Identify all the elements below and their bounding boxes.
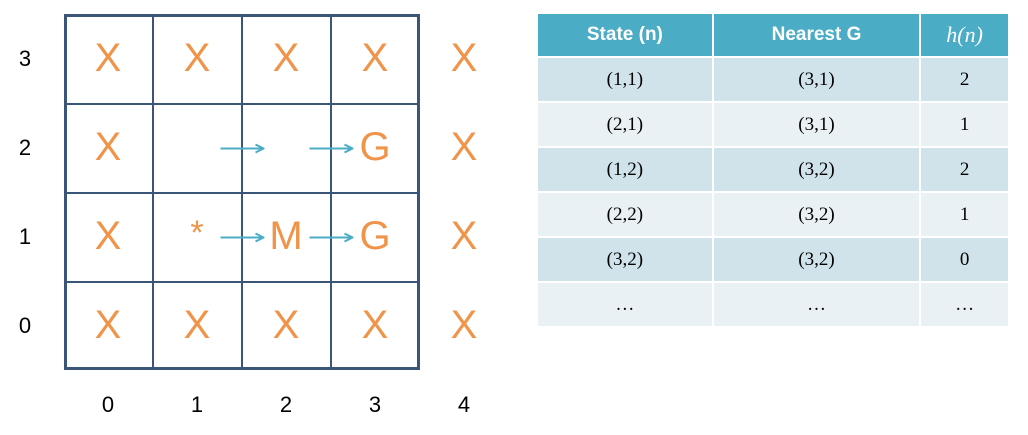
wall-cell: X — [272, 302, 300, 347]
agent-cell: M — [269, 213, 303, 258]
heuristic-cell: 1 — [920, 101, 1008, 147]
goal-cell: G — [359, 124, 391, 169]
start-cell: * — [190, 213, 204, 252]
state-cell: (1,1) — [538, 56, 714, 102]
grid-line — [64, 192, 420, 194]
table-row: (3,2)(3,2)0 — [538, 236, 1008, 282]
x-tick-label: 1 — [190, 392, 204, 417]
grid-line — [64, 281, 420, 283]
wall-cell: X — [183, 302, 211, 347]
y-tick-label: 2 — [18, 135, 32, 160]
state-cell: (2,1) — [538, 101, 714, 147]
x-tick-label: 0 — [101, 392, 115, 417]
state-cell: (2,2) — [538, 191, 714, 237]
wall-cell: X — [94, 124, 122, 169]
state-cell: … — [538, 281, 714, 326]
table-body: (1,1)(3,1)2(2,1)(3,1)1(1,2)(3,2)2(2,2)(3… — [538, 56, 1008, 326]
wall-cell: X — [450, 302, 478, 347]
nearest-goal-cell: (3,2) — [712, 236, 922, 282]
goal-cell: G — [359, 213, 391, 258]
nearest-goal-cell: … — [712, 281, 922, 326]
arrows-layer — [220, 0, 520, 435]
wall-cell: X — [361, 302, 389, 347]
grid-line — [64, 103, 420, 105]
wall-cell: X — [450, 213, 478, 258]
nearest-goal-cell: (3,1) — [712, 101, 922, 147]
header-heuristic: h(n) — [920, 14, 1008, 57]
heuristic-cell: 0 — [920, 236, 1008, 282]
table-row: (2,1)(3,1)1 — [538, 101, 1008, 147]
table-row: ……… — [538, 281, 1008, 326]
wall-cell: X — [450, 35, 478, 80]
wall-cell: X — [450, 124, 478, 169]
nearest-goal-cell: (3,2) — [712, 191, 922, 237]
header-nearest-goal: Nearest G — [712, 14, 922, 57]
wall-cell: X — [183, 35, 211, 80]
wall-cell: X — [361, 35, 389, 80]
wall-cell: X — [272, 35, 300, 80]
y-tick-label: 1 — [18, 224, 32, 249]
x-tick-label: 4 — [457, 392, 471, 417]
table-row: (2,2)(3,2)1 — [538, 191, 1008, 237]
wall-cell: X — [94, 213, 122, 258]
wall-cell: X — [94, 302, 122, 347]
y-tick-label: 3 — [18, 46, 32, 71]
x-tick-label: 3 — [368, 392, 382, 417]
header-state: State (n) — [538, 14, 714, 57]
heuristic-cell: 2 — [920, 56, 1008, 102]
wall-cell: X — [94, 35, 122, 80]
heuristic-cell: 2 — [920, 146, 1008, 192]
nearest-goal-cell: (3,2) — [712, 146, 922, 192]
heuristic-cell: … — [920, 281, 1008, 326]
nearest-goal-cell: (3,1) — [712, 56, 922, 102]
state-cell: (3,2) — [538, 236, 714, 282]
heuristic-cell: 1 — [920, 191, 1008, 237]
table-row: (1,2)(3,2)2 — [538, 146, 1008, 192]
x-tick-label: 2 — [279, 392, 293, 417]
state-cell: (1,2) — [538, 146, 714, 192]
table-header-row: State (n) Nearest G h(n) — [538, 14, 1008, 57]
table-row: (1,1)(3,1)2 — [538, 56, 1008, 102]
y-tick-label: 0 — [18, 313, 32, 338]
heuristic-table: State (n) Nearest G h(n) (1,1)(3,1)2(2,1… — [538, 14, 1008, 326]
